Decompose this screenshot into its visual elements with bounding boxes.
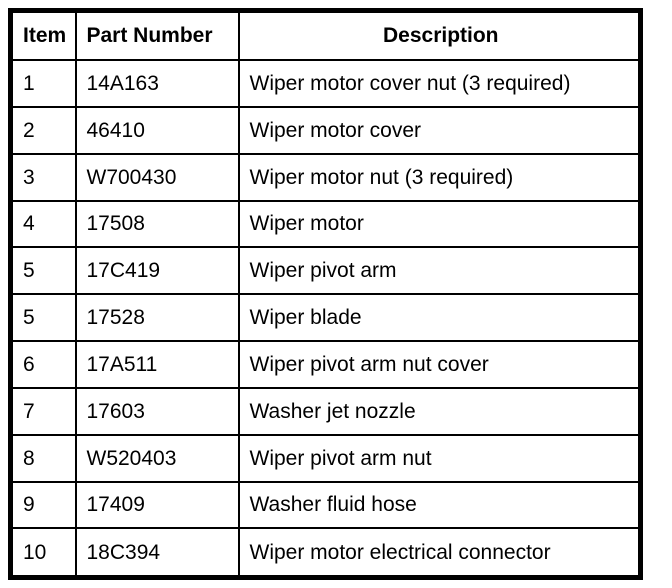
description-cell: Wiper motor electrical connector [237, 527, 642, 579]
part-number-cell: 17603 [74, 386, 240, 436]
item-cell: 5 [9, 246, 77, 296]
item-cell: 6 [9, 340, 77, 389]
description-cell: Wiper pivot arm nut [237, 433, 642, 483]
parts-table-header: Item Part Number Description [9, 9, 642, 61]
part-number-cell: 18C394 [74, 527, 240, 579]
description-cell: Washer fluid hose [237, 480, 642, 530]
description-cell: Wiper motor cover [237, 105, 642, 155]
header-part-number: Part Number [74, 9, 240, 61]
item-cell: 4 [9, 199, 77, 249]
description-cell: Washer jet nozzle [237, 386, 642, 436]
item-cell: 2 [9, 105, 77, 155]
description-cell: Wiper pivot arm [237, 246, 642, 296]
item-cell: 7 [9, 386, 77, 436]
description-cell: Wiper motor [237, 199, 642, 249]
part-number-cell: 17409 [74, 480, 240, 530]
part-number-cell: 17C419 [74, 246, 240, 296]
item-cell: 10 [9, 527, 77, 579]
description-cell: Wiper motor nut (3 required) [237, 152, 642, 202]
part-number-cell: W700430 [74, 152, 240, 202]
description-cell: Wiper motor cover nut (3 required) [237, 59, 642, 108]
item-cell: 9 [9, 480, 77, 530]
item-cell: 3 [9, 152, 77, 202]
header-item: Item [9, 9, 77, 61]
header-row: Item Part Number Description [9, 9, 642, 61]
header-description: Description [237, 9, 642, 61]
description-cell: Wiper pivot arm nut cover [237, 340, 642, 389]
description-cell: Wiper blade [237, 293, 642, 343]
item-cell: 1 [9, 59, 77, 108]
part-number-cell: 14A163 [74, 59, 240, 108]
part-number-cell: 17A511 [74, 340, 240, 389]
part-number-cell: W520403 [74, 433, 240, 483]
item-cell: 8 [9, 433, 77, 483]
part-number-cell: 17528 [74, 293, 240, 343]
part-number-cell: 17508 [74, 199, 240, 249]
item-cell: 5 [9, 293, 77, 343]
part-number-cell: 46410 [74, 105, 240, 155]
